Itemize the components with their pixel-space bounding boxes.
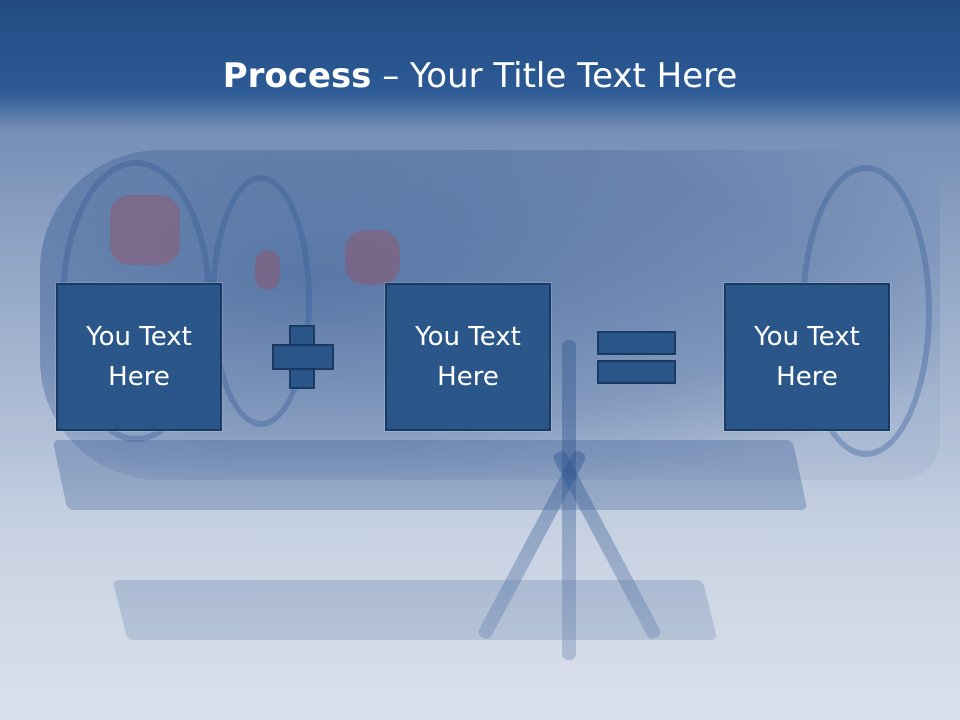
box-line-1: You Text [86, 322, 192, 352]
equals-icon-bar [597, 360, 676, 384]
equals-icon [597, 331, 676, 355]
slide-title-rest: – Your Title Text Here [371, 56, 738, 96]
box-line-1: You Text [754, 322, 860, 352]
slide-title: Process – Your Title Text Here [0, 56, 960, 96]
engine-detail-shape [110, 195, 180, 265]
title-bar [0, 0, 960, 130]
box-line-1: You Text [415, 322, 521, 352]
floor-shape [0, 460, 960, 720]
box-line-2: Here [437, 362, 499, 392]
engine-ring-shape [210, 175, 312, 427]
box-line-2: Here [776, 362, 838, 392]
box-line-2: Here [108, 362, 170, 392]
slide-title-bold: Process [222, 56, 372, 96]
plus-icon-center [291, 346, 313, 368]
engine-detail-shape [255, 250, 280, 290]
engine-detail-shape [345, 230, 400, 285]
